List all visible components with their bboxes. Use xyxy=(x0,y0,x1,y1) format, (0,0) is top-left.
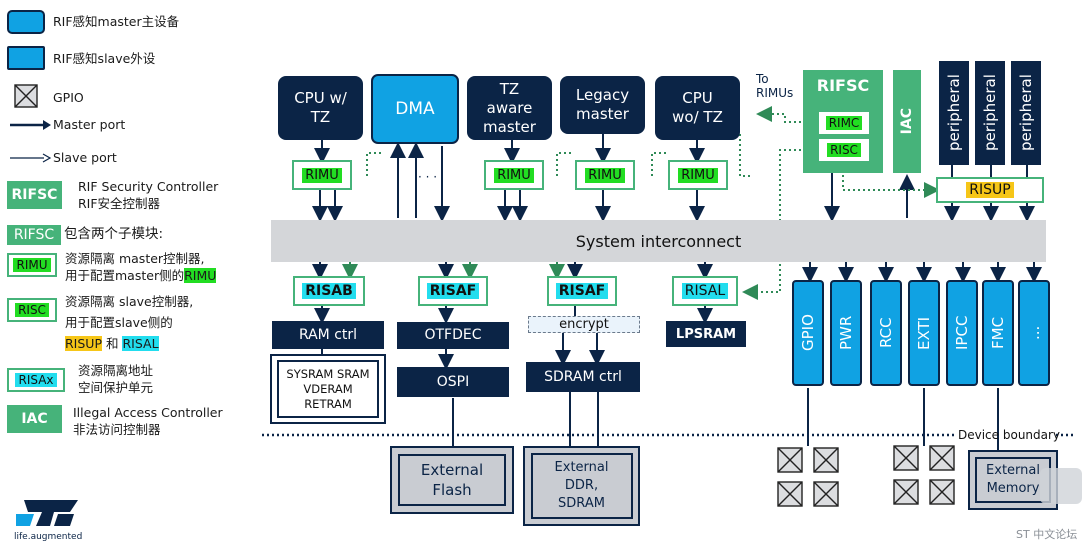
periph-gpio: GPIO xyxy=(792,280,824,386)
legend-rifsc-sub-tag: RIFSC xyxy=(7,225,61,245)
sysram-label: SYSRAM SRAM VDERAM RETRAM xyxy=(286,366,370,411)
sdram-ctrl: SDRAM ctrl xyxy=(526,362,640,392)
periph-pwr: PWR xyxy=(830,280,862,386)
master-ellipsis: · · · xyxy=(418,170,438,184)
legend-risax-desc1: 资源隔离地址 xyxy=(78,363,154,378)
risup-block: RISUP xyxy=(936,177,1044,203)
iac-block: IAC xyxy=(893,70,921,173)
legend-rimu-tag: RIMU xyxy=(7,253,57,277)
lpsram: LPSRAM xyxy=(666,321,746,347)
iac-label: IAC xyxy=(899,108,915,135)
top-peripheral-1: peripheral xyxy=(939,61,969,165)
encrypt-block: encrypt xyxy=(528,316,640,333)
legend-rifsc-tag: RIFSC xyxy=(7,181,62,209)
legend-master-port-label: Master port xyxy=(53,117,126,132)
legend-slave-swatch xyxy=(7,46,45,70)
legend-risc-desc2: 用于配置slave侧的 xyxy=(65,315,173,330)
risc-submodule: RISC xyxy=(817,137,871,163)
periph-ipcc: IPCC xyxy=(946,280,978,386)
legend-risc-desc3: RISUP 和 RISAL xyxy=(65,336,159,351)
master-dma: DMA xyxy=(371,74,459,144)
risaf-sdram: RISAF xyxy=(547,276,617,306)
st-logo xyxy=(16,500,78,526)
external-ddr: External DDR, SDRAM xyxy=(523,446,640,526)
legend-master-swatch xyxy=(7,10,45,34)
rimu-legacy: RIMU xyxy=(575,160,635,190)
rimc-submodule: RIMC xyxy=(817,110,871,136)
slave-port-arrow-icon xyxy=(10,153,52,163)
legend-gpio-label: GPIO xyxy=(53,90,84,105)
periph-exti: EXTI xyxy=(908,280,940,386)
periph-rcc: RCC xyxy=(870,280,902,386)
st-logo-tagline: life.augmented xyxy=(14,532,83,542)
external-memory-label: External Memory xyxy=(975,457,1051,503)
rimu-cpu-wo-tz: RIMU xyxy=(668,160,728,190)
legend-risc-tag: RISC xyxy=(7,298,57,322)
device-boundary-label: Device boundary xyxy=(958,428,1061,442)
otfdec: OTFDEC xyxy=(397,322,509,349)
watermark-icon xyxy=(1040,468,1082,504)
master-legacy: Legacy master xyxy=(560,76,645,134)
legend-master-label: RIF感知master主设备 xyxy=(53,14,180,29)
rimu-cpu-tz: RIMU xyxy=(292,160,352,190)
gpio-pads-right xyxy=(893,445,955,505)
external-ddr-label: External DDR, SDRAM xyxy=(530,453,633,519)
risaf-otfdec: RISAF xyxy=(418,276,488,306)
legend-iac-desc2: 非法访问控制器 xyxy=(73,422,161,437)
top-peripheral-2: peripheral xyxy=(975,61,1005,165)
risal-block: RISAL xyxy=(672,276,738,306)
legend-slave-port-label: Slave port xyxy=(53,150,117,165)
legend-rimu-desc2: 用于配置master侧的RIMU xyxy=(65,268,217,283)
legend-risax-desc2: 空间保护单元 xyxy=(78,380,154,395)
master-port-arrow-icon xyxy=(10,120,51,130)
legend-risax-tag: RISAx xyxy=(7,368,65,392)
legend-iac-tag: IAC xyxy=(7,405,62,433)
ram-ctrl: RAM ctrl xyxy=(272,321,384,349)
risab-block: RISAB xyxy=(293,276,365,306)
master-cpu-wo-tz: CPU wo/ TZ xyxy=(655,76,740,140)
external-flash-label: External Flash xyxy=(398,454,506,506)
legend-rifsc-desc2: RIF安全控制器 xyxy=(78,196,161,211)
legend-rifsc-sub-desc: 包含两个子模块: xyxy=(64,226,164,242)
to-rimus-label: To RIMUs xyxy=(756,72,794,100)
gpio-pad-icon xyxy=(14,84,38,108)
legend-rifsc-desc1: RIF Security Controller xyxy=(78,179,219,194)
ospi: OSPI xyxy=(397,367,509,397)
external-flash: External Flash xyxy=(390,446,514,514)
rimu-tz-aware: RIMU xyxy=(484,160,544,190)
legend-iac-desc1: Illegal Access Controller xyxy=(73,405,223,420)
legend-rimu-desc1: 资源隔离 master控制器, xyxy=(65,251,205,266)
gpio-pads-left xyxy=(777,447,839,507)
system-interconnect: System interconnect xyxy=(271,220,1046,262)
legend-risc-desc1: 资源隔离 slave控制器, xyxy=(65,294,194,309)
top-peripheral-3: peripheral xyxy=(1011,61,1041,165)
master-tz-aware: TZ aware master xyxy=(467,76,552,140)
periph-more: ... xyxy=(1018,280,1050,386)
master-cpu-tz: CPU w/ TZ xyxy=(278,76,363,140)
rifsc-title: RIFSC xyxy=(816,76,870,95)
rifsc-block: RIFSC RIMC RISC xyxy=(803,70,883,173)
system-interconnect-label: System interconnect xyxy=(575,231,742,251)
periph-fmc: FMC xyxy=(982,280,1014,386)
legend-slave-label: RIF感知slave外设 xyxy=(53,51,156,66)
sysram-block: SYSRAM SRAM VDERAM RETRAM xyxy=(270,354,386,424)
watermark-text: ST 中文论坛 xyxy=(1016,528,1078,541)
legend: RIF感知master主设备 RIF感知slave外设 GPIO Master … xyxy=(0,0,260,549)
